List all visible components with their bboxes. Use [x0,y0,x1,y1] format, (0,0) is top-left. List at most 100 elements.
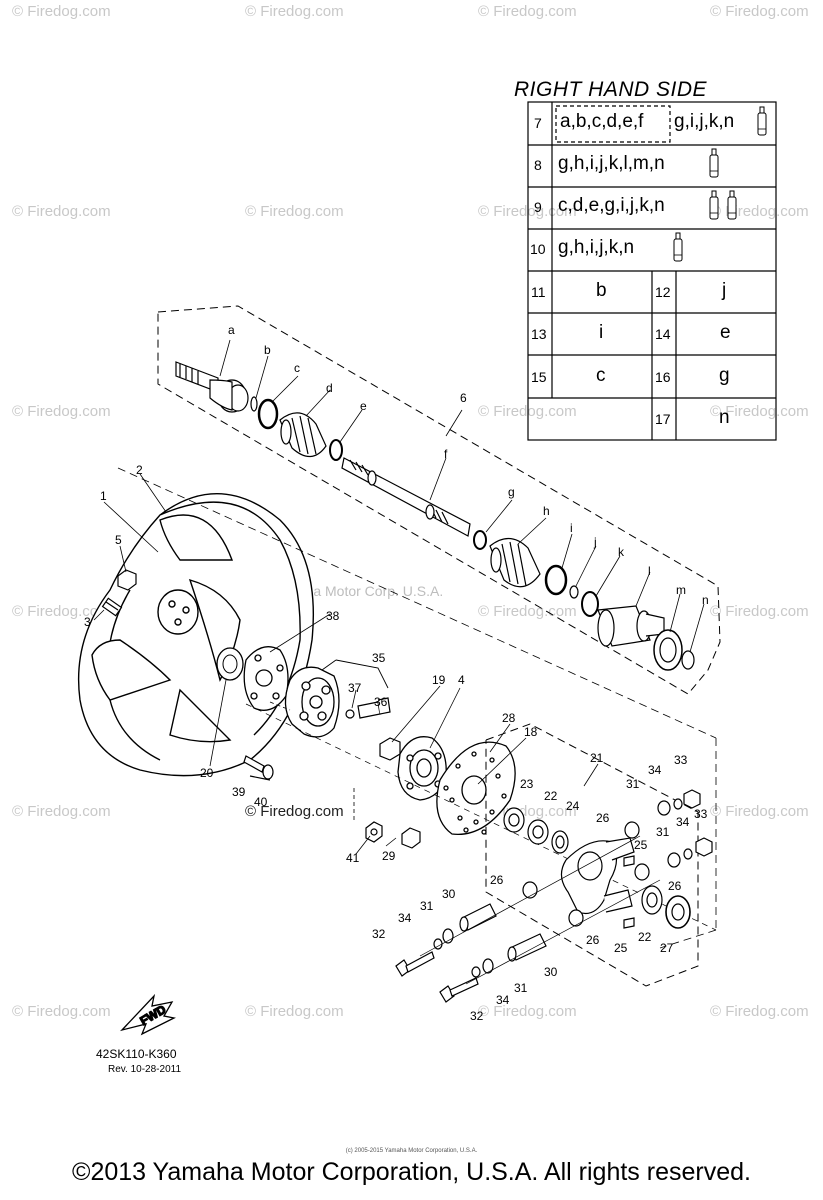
watermark: © Firedog.com [245,803,344,820]
callout-18: 18 [524,725,538,739]
wheel [77,493,315,777]
callout-26d: 26 [668,879,682,893]
callout-30: 30 [442,887,456,901]
row-number: 16 [655,369,671,385]
copyright-footer: ©2013 Yamaha Motor Corporation, U.S.A. A… [72,1158,751,1186]
watermark: © Firedog.com [710,1003,809,1020]
row-number: 13 [531,326,547,342]
hub-plate [243,646,289,711]
bolt-37 [345,697,391,719]
watermark: © Firedog.com [12,203,111,220]
brake-disc [436,741,516,836]
callout-28: 28 [502,711,516,725]
callout-31d: 31 [656,825,670,839]
callout-19: 19 [432,673,446,687]
callout-33b: 33 [694,807,708,821]
callout-26: 26 [596,811,610,825]
grease-tube-icon [727,190,737,220]
watermark: © Firedog.com [12,3,111,20]
leader [335,659,389,689]
callout-6: 6 [460,391,467,405]
callout-e: e [360,399,367,413]
callout-j: j [593,535,597,549]
callout-31b: 31 [514,981,528,995]
callout-l: l [648,564,651,578]
watermark: © Firedog.com [12,603,111,620]
grease-tube-icon [673,232,683,262]
watermark: © Firedog.com [710,403,809,420]
revision-date: Rev. 10-28-2011 [108,1064,182,1075]
watermark: © Firedog.com [478,3,577,20]
callout-34d: 34 [676,815,690,829]
callout-i: i [570,521,573,535]
callout-31: 31 [420,899,434,913]
row-number: 11 [531,284,546,300]
callout-3: 3 [84,615,91,629]
leader-lines [93,339,705,855]
callout-40: 40 [254,795,268,809]
callout-20: 20 [200,766,214,780]
row-letters: c,d,e,g,i,j,k,n [558,195,665,216]
rhs-table [527,101,777,441]
row-number: 9 [534,199,542,215]
callout-30b: 30 [544,965,558,979]
row-number: 14 [655,326,671,342]
outer-boot [279,412,327,458]
callout-22b: 22 [638,930,652,944]
row-letter: c [596,365,606,386]
row-letter: j [722,280,727,301]
callout-k: k [618,545,625,559]
callout-34c: 34 [648,763,662,777]
callout-c: c [294,361,300,375]
callout-38: 38 [326,609,340,623]
watermark: © Firedog.com [710,3,809,20]
footer-small-print: (c) 2005-2015 Yamaha Motor Corporation, … [345,1148,478,1154]
bolt-sleeves [395,903,547,1003]
watermark: © Firedog.com [710,803,809,820]
callout-2: 2 [136,463,143,477]
center-watermark: Yamaha Motor Corp. U.S.A. [270,583,444,599]
row-number: 12 [655,284,671,300]
brake-drum [284,666,340,738]
callout-m: m [676,583,686,597]
callout-25b: 25 [614,941,628,955]
watermark: © Firedog.com [12,403,111,420]
table-title: RIGHT HAND SIDE [514,78,708,101]
watermark: © Firedog.com [710,603,809,620]
callout-a: a [228,323,235,337]
callout-23: 23 [520,777,534,791]
row-letters-extra: g,i,j,k,n [674,111,735,132]
callout-33: 33 [674,753,688,767]
callout-1: 1 [100,489,107,503]
knuckle-assembly-outline [485,723,699,987]
callout-29: 29 [382,849,396,863]
callout-f: f [444,447,448,461]
callout-34: 34 [398,911,412,925]
row-number: 17 [655,411,671,427]
row-number: 7 [534,115,542,131]
drawing-code: 42SK110-K360 [96,1047,177,1061]
callout-32: 32 [372,927,386,941]
callout-4: 4 [458,673,465,687]
callout-34b: 34 [496,993,510,1007]
axle-assembly-outline [157,305,721,695]
callout-22: 22 [544,789,558,803]
row-number: 10 [530,241,546,257]
grease-tube-icon [757,106,767,136]
watermark: © Firedog.com [245,203,344,220]
row-letter: i [599,322,604,343]
inner-boot [489,537,541,588]
callout-37: 37 [348,681,362,695]
callout-labels: a b c d e f g h i j k l m n 1 2 3 4 5 6 … [84,323,709,1023]
watermark: © Firedog.com [245,1003,344,1020]
callout-36: 36 [374,695,388,709]
callout-41: 41 [346,851,360,865]
callout-b: b [264,343,271,357]
row-number: 15 [531,369,547,385]
callout-h: h [543,504,550,518]
row-number: 8 [534,157,542,173]
watermark: © Firedog.com [12,803,111,820]
callout-31c: 31 [626,777,640,791]
row-letters: g,h,i,j,k,l,m,n [558,153,665,174]
